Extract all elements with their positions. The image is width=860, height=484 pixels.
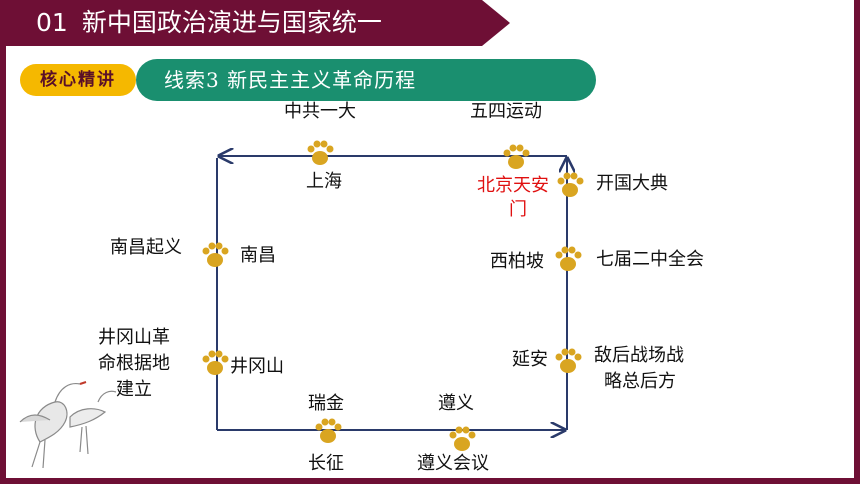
label-zunyi-meeting: 遵义会议 [417, 453, 489, 474]
label-dihou-1: 敌后战场战 [594, 345, 684, 366]
paw-icon [307, 140, 334, 165]
label-dihou-2: 略总后方 [604, 371, 676, 392]
label-zhonggong: 中共一大 [284, 101, 356, 122]
label-jinggang-2: 命根据地 [98, 353, 170, 374]
label-beijing: 北京天安 [477, 175, 549, 196]
page-title: 新中国政治演进与国家统一 [81, 8, 382, 37]
section-number: 01 [36, 8, 68, 37]
label-xibaipo: 西柏坡 [490, 251, 544, 272]
core-badge: 核心精讲 [20, 64, 136, 96]
paw-icon [503, 144, 530, 169]
label-yanan: 延安 [512, 349, 548, 370]
label-zunyi: 遵义 [438, 393, 474, 414]
thread-badge: 线索3 新民主主义革命历程 [136, 59, 596, 101]
label-nanchang-event: 南昌起义 [110, 237, 182, 258]
label-nanchang-place: 南昌 [240, 245, 276, 266]
paw-icon [202, 350, 229, 375]
label-ruijin: 瑞金 [308, 393, 344, 414]
paw-icon [555, 348, 582, 373]
label-changzheng: 长征 [308, 453, 344, 474]
paw-icon [449, 426, 476, 451]
label-shanghai: 上海 [306, 171, 342, 192]
paw-icon [202, 242, 229, 267]
paw-icon [315, 418, 342, 443]
title-bar: 01 新中国政治演进与国家统一 [6, 0, 510, 46]
label-qijie: 七届二中全会 [596, 249, 704, 270]
paw-icon [555, 246, 582, 271]
label-wusi: 五四运动 [470, 101, 542, 122]
paw-icon [557, 172, 584, 197]
label-kaiguo: 开国大典 [596, 173, 668, 194]
crane-illustration [19, 381, 117, 469]
label-jinggang-1: 井冈山革 [98, 327, 170, 348]
label-jinggang-3: 建立 [116, 379, 152, 400]
label-men: 门 [509, 199, 527, 220]
label-jinggang-place: 井冈山 [230, 356, 284, 377]
